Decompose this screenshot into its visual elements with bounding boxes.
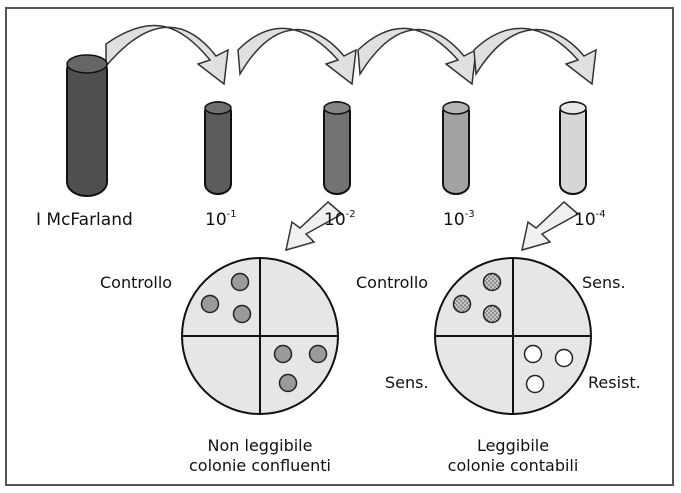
colony — [234, 306, 251, 323]
transfer-arrow-3 — [358, 28, 476, 84]
colony — [310, 346, 327, 363]
dilution-label-2: 10-2 — [324, 209, 356, 230]
quadrant-label-control: Controllo — [356, 273, 428, 292]
colony — [275, 346, 292, 363]
transfer-arrows — [106, 25, 596, 84]
plate-caption-line1: Non leggibile — [208, 436, 313, 455]
tube-dilution-3 — [443, 102, 469, 194]
figure-frame: I McFarland 10-1 10-2 10-3 10-4 Controll… — [5, 7, 674, 486]
quadrant-label-control: Controllo — [100, 273, 172, 292]
colony — [280, 375, 297, 392]
colony — [556, 350, 573, 367]
dilution-diagram: I McFarland 10-1 10-2 10-3 10-4 Controll… — [7, 9, 676, 488]
plate-caption-line1: Leggibile — [477, 436, 549, 455]
transfer-arrow-2 — [238, 28, 356, 84]
colony — [202, 296, 219, 313]
stock-label: I McFarland — [36, 210, 133, 230]
tube-dilution-1 — [205, 102, 231, 194]
quadrant-label-sensitive-bottom: Sens. — [385, 373, 429, 392]
transfer-arrow-4 — [474, 28, 596, 84]
colony — [484, 306, 501, 323]
quadrant-label-resistant: Resist. — [588, 373, 641, 392]
colony — [454, 296, 471, 313]
colony — [527, 376, 544, 393]
tube-dilution-2 — [324, 102, 350, 194]
tube-stock — [67, 55, 107, 196]
plate-readable: Controllo Sens. Sens. Resist. Leggibile … — [356, 258, 641, 475]
colony — [484, 274, 501, 291]
colony — [232, 274, 249, 291]
dilution-label-3: 10-3 — [443, 209, 475, 230]
tube-dilution-4 — [560, 102, 586, 194]
plate-caption-line2: colonie confluenti — [189, 456, 331, 475]
quadrant-label-sensitive-top: Sens. — [582, 273, 626, 292]
colony — [525, 346, 542, 363]
dilution-label-4: 10-4 — [574, 209, 606, 230]
plate-arrow-right — [522, 202, 578, 250]
transfer-arrow-1 — [106, 25, 228, 84]
plate-caption-line2: colonie contabili — [448, 456, 579, 475]
tubes — [67, 55, 586, 196]
plate-unreadable: Controllo Non leggibile colonie confluen… — [100, 258, 338, 475]
dilution-label-1: 10-1 — [205, 209, 237, 230]
